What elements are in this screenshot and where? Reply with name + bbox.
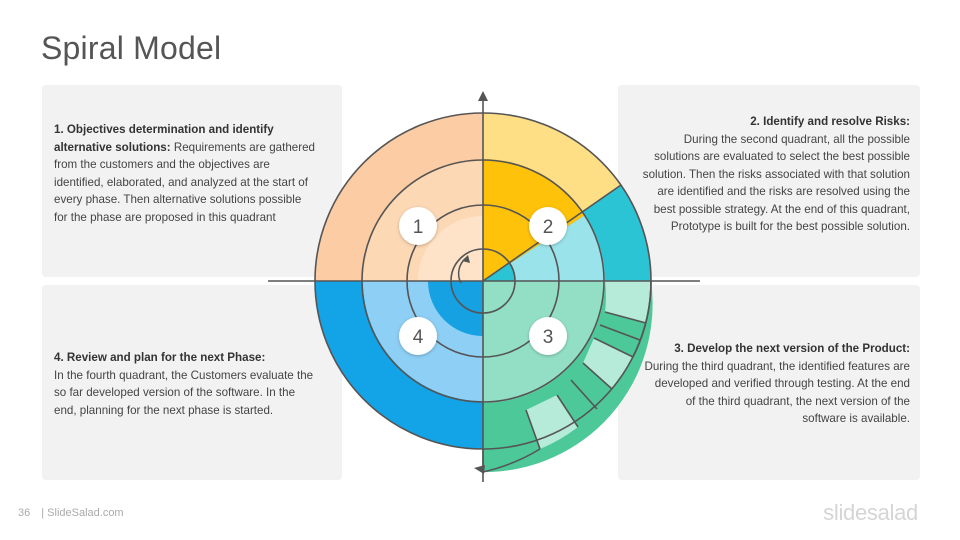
badge-1: 1 — [399, 207, 437, 245]
panel-quadrant-1 — [42, 85, 342, 277]
quadrant-4-description: 4. Review and plan for the next Phase: In… — [54, 349, 316, 419]
badge-1-label: 1 — [413, 217, 424, 238]
page-number: 36 — [18, 507, 31, 519]
q4-inner-ring — [428, 281, 483, 336]
q3-segment-1 — [605, 281, 652, 323]
brand-logo: slidesalad — [823, 500, 918, 525]
panel-quadrant-3 — [618, 285, 920, 480]
q1-inner-ring — [418, 216, 483, 281]
quadrant-1-body: Requirements are gathered from the custo… — [54, 140, 315, 224]
quadrant-2-description: 2. Identify and resolve Risks: During the… — [642, 113, 910, 236]
footer-site: | SlideSalad.com — [41, 507, 124, 519]
badge-4-label: 4 — [413, 327, 424, 348]
quadrant-1-description: 1. Objectives determination and identify… — [54, 121, 316, 226]
quadrant-1-heading: 1. Objectives determination and identify… — [54, 123, 274, 154]
footer: 36 | SlideSalad.com — [18, 507, 124, 519]
quadrant-3-heading: 3. Develop the next version of the Produ… — [674, 342, 910, 355]
q2-middle-ring — [483, 215, 605, 281]
q2-inner-teal — [483, 263, 515, 281]
quadrant-2-body: During the second quadrant, all the poss… — [642, 132, 910, 234]
badge-2-label: 2 — [543, 217, 554, 238]
q2-inner-yellow — [483, 249, 509, 281]
axis-arrow-up-icon — [478, 91, 488, 101]
quadrant-3-description: 3. Develop the next version of the Produ… — [642, 340, 910, 428]
spiral-end-arrow-icon — [474, 465, 485, 474]
quadrant-2-heading: 2. Identify and resolve Risks: — [750, 115, 910, 128]
page-title: Spiral Model — [41, 30, 222, 66]
badge-4: 4 — [399, 317, 437, 355]
panel-quadrant-2 — [618, 85, 920, 277]
badge-3: 3 — [529, 317, 567, 355]
quadrant-4-heading: 4. Review and plan for the next Phase: — [54, 351, 266, 364]
badge-3-label: 3 — [543, 327, 554, 348]
quadrant-4-body: In the fourth quadrant, the Customers ev… — [54, 368, 314, 417]
spiral-arrowhead-icon — [462, 255, 470, 263]
quadrant-3-body: During the third quadrant, the identifie… — [644, 359, 910, 426]
badge-2: 2 — [529, 207, 567, 245]
panel-quadrant-4 — [42, 285, 342, 480]
